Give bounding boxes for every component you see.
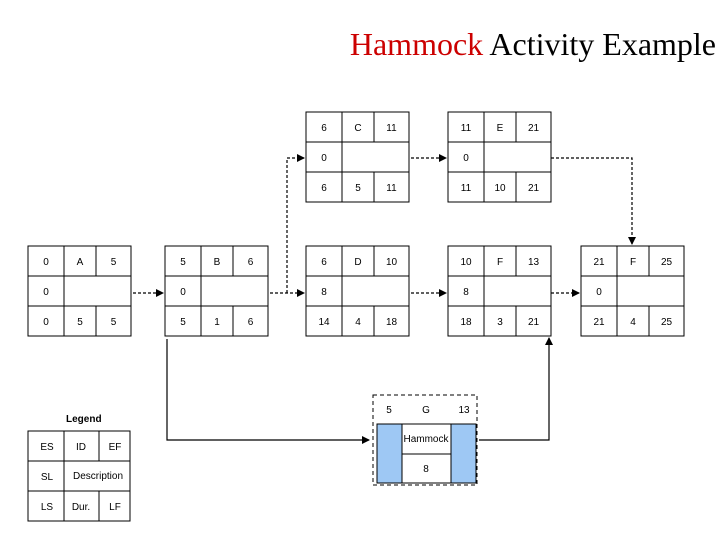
node-f1: 10 F 13 8 18 3 21	[447, 245, 552, 337]
node-c-lf: 11	[386, 183, 397, 194]
node-d-dur: 4	[355, 317, 361, 328]
node-b: 5 B 6 0 5 1 6	[164, 245, 269, 337]
node-f1-ls: 18	[460, 317, 472, 328]
node-c-es: 6	[321, 123, 327, 134]
node-d-es: 6	[321, 257, 327, 268]
node-f2-id: F	[630, 257, 636, 268]
arrow-b-hammock	[166, 339, 370, 444]
legend-ef: EF	[109, 442, 122, 453]
hammock-arrows	[166, 337, 553, 444]
node-f1-ef: 13	[528, 257, 540, 268]
legend-es: ES	[40, 442, 54, 453]
node-e-ef: 21	[528, 123, 540, 134]
node-a-lf: 5	[111, 317, 117, 328]
node-c-id: C	[354, 123, 361, 134]
hammock-dashed-frame	[372, 394, 478, 486]
legend-dur: Dur.	[72, 502, 90, 513]
node-b-id: B	[214, 257, 221, 268]
legend-lf: LF	[109, 502, 121, 513]
node-f1-dur: 3	[497, 317, 503, 328]
hammock-left-fill	[377, 424, 402, 483]
node-f1-lf: 21	[528, 317, 540, 328]
node-d-ef: 10	[386, 257, 398, 268]
node-a-ls: 0	[43, 317, 49, 328]
node-c-ef: 11	[386, 123, 397, 134]
node-e-lf: 21	[528, 183, 540, 194]
title-highlight: Hammock	[349, 26, 484, 62]
hammock-es: 5	[386, 405, 392, 416]
node-f2: 21 F 25 0 21 4 25	[580, 245, 685, 337]
node-d-ls: 14	[318, 317, 330, 328]
node-e-dur: 10	[494, 183, 506, 194]
node-a-sl: 0	[43, 287, 49, 298]
node-d-id: D	[354, 257, 361, 268]
node-c-ls: 6	[321, 183, 327, 194]
hammock-body	[376, 423, 477, 484]
node-b-es: 5	[180, 257, 186, 268]
node-f2-es: 21	[593, 257, 605, 268]
legend-sl: SL	[41, 472, 54, 483]
node-e-sl: 0	[463, 153, 469, 164]
node-f1-id: F	[497, 257, 503, 268]
node-b-lf: 6	[248, 317, 254, 328]
hammock-description: Hammock	[403, 434, 449, 445]
legend: Legend ES ID EF SL Description LS Dur. L…	[27, 414, 131, 522]
node-b-ls: 5	[180, 317, 186, 328]
node-e-ls: 11	[461, 183, 472, 194]
node-b-dur: 1	[214, 317, 220, 328]
hammock-right-fill	[451, 424, 476, 483]
node-e-id: E	[497, 123, 504, 134]
node-d: 6 D 10 8 14 4 18	[305, 245, 410, 337]
hammock-node: 5 G 13 Hammock 8	[372, 394, 478, 486]
legend-ls: LS	[41, 502, 54, 513]
page-title: Hammock Activity Example	[240, 26, 716, 63]
legend-description: Description	[73, 471, 123, 482]
hammock-ef: 13	[458, 405, 470, 416]
node-a-es: 0	[43, 257, 49, 268]
arrow-e-f	[551, 157, 636, 245]
node-f2-lf: 25	[661, 317, 673, 328]
arrows	[133, 154, 636, 297]
legend-title: Legend	[66, 414, 102, 425]
node-c-dur: 5	[355, 183, 361, 194]
node-f2-dur: 4	[630, 317, 636, 328]
node-e: 11 E 21 0 11 10 21	[447, 111, 552, 203]
arrow-hammock-f	[479, 337, 553, 441]
node-a: 0 A 5 0 0 5 5	[27, 245, 132, 337]
node-b-ef: 6	[248, 257, 254, 268]
node-d-lf: 18	[386, 317, 398, 328]
node-a-id: A	[77, 257, 84, 268]
hammock-id: G	[422, 405, 430, 416]
node-f1-es: 10	[460, 257, 472, 268]
node-f2-ef: 25	[661, 257, 673, 268]
node-e-es: 11	[461, 123, 472, 134]
arrow-b-c	[286, 154, 305, 293]
node-f2-ls: 21	[593, 317, 605, 328]
node-f2-sl: 0	[596, 287, 602, 298]
title-rest: Activity Example	[483, 26, 716, 62]
node-c-sl: 0	[321, 153, 327, 164]
node-f1-sl: 8	[463, 287, 469, 298]
node-d-sl: 8	[321, 287, 327, 298]
node-c: 6 C 11 0 6 5 11	[305, 111, 410, 203]
node-a-ef: 5	[111, 257, 117, 268]
hammock-value: 8	[423, 464, 429, 475]
node-b-sl: 0	[180, 287, 186, 298]
legend-id: ID	[76, 442, 86, 453]
node-a-dur: 5	[77, 317, 83, 328]
